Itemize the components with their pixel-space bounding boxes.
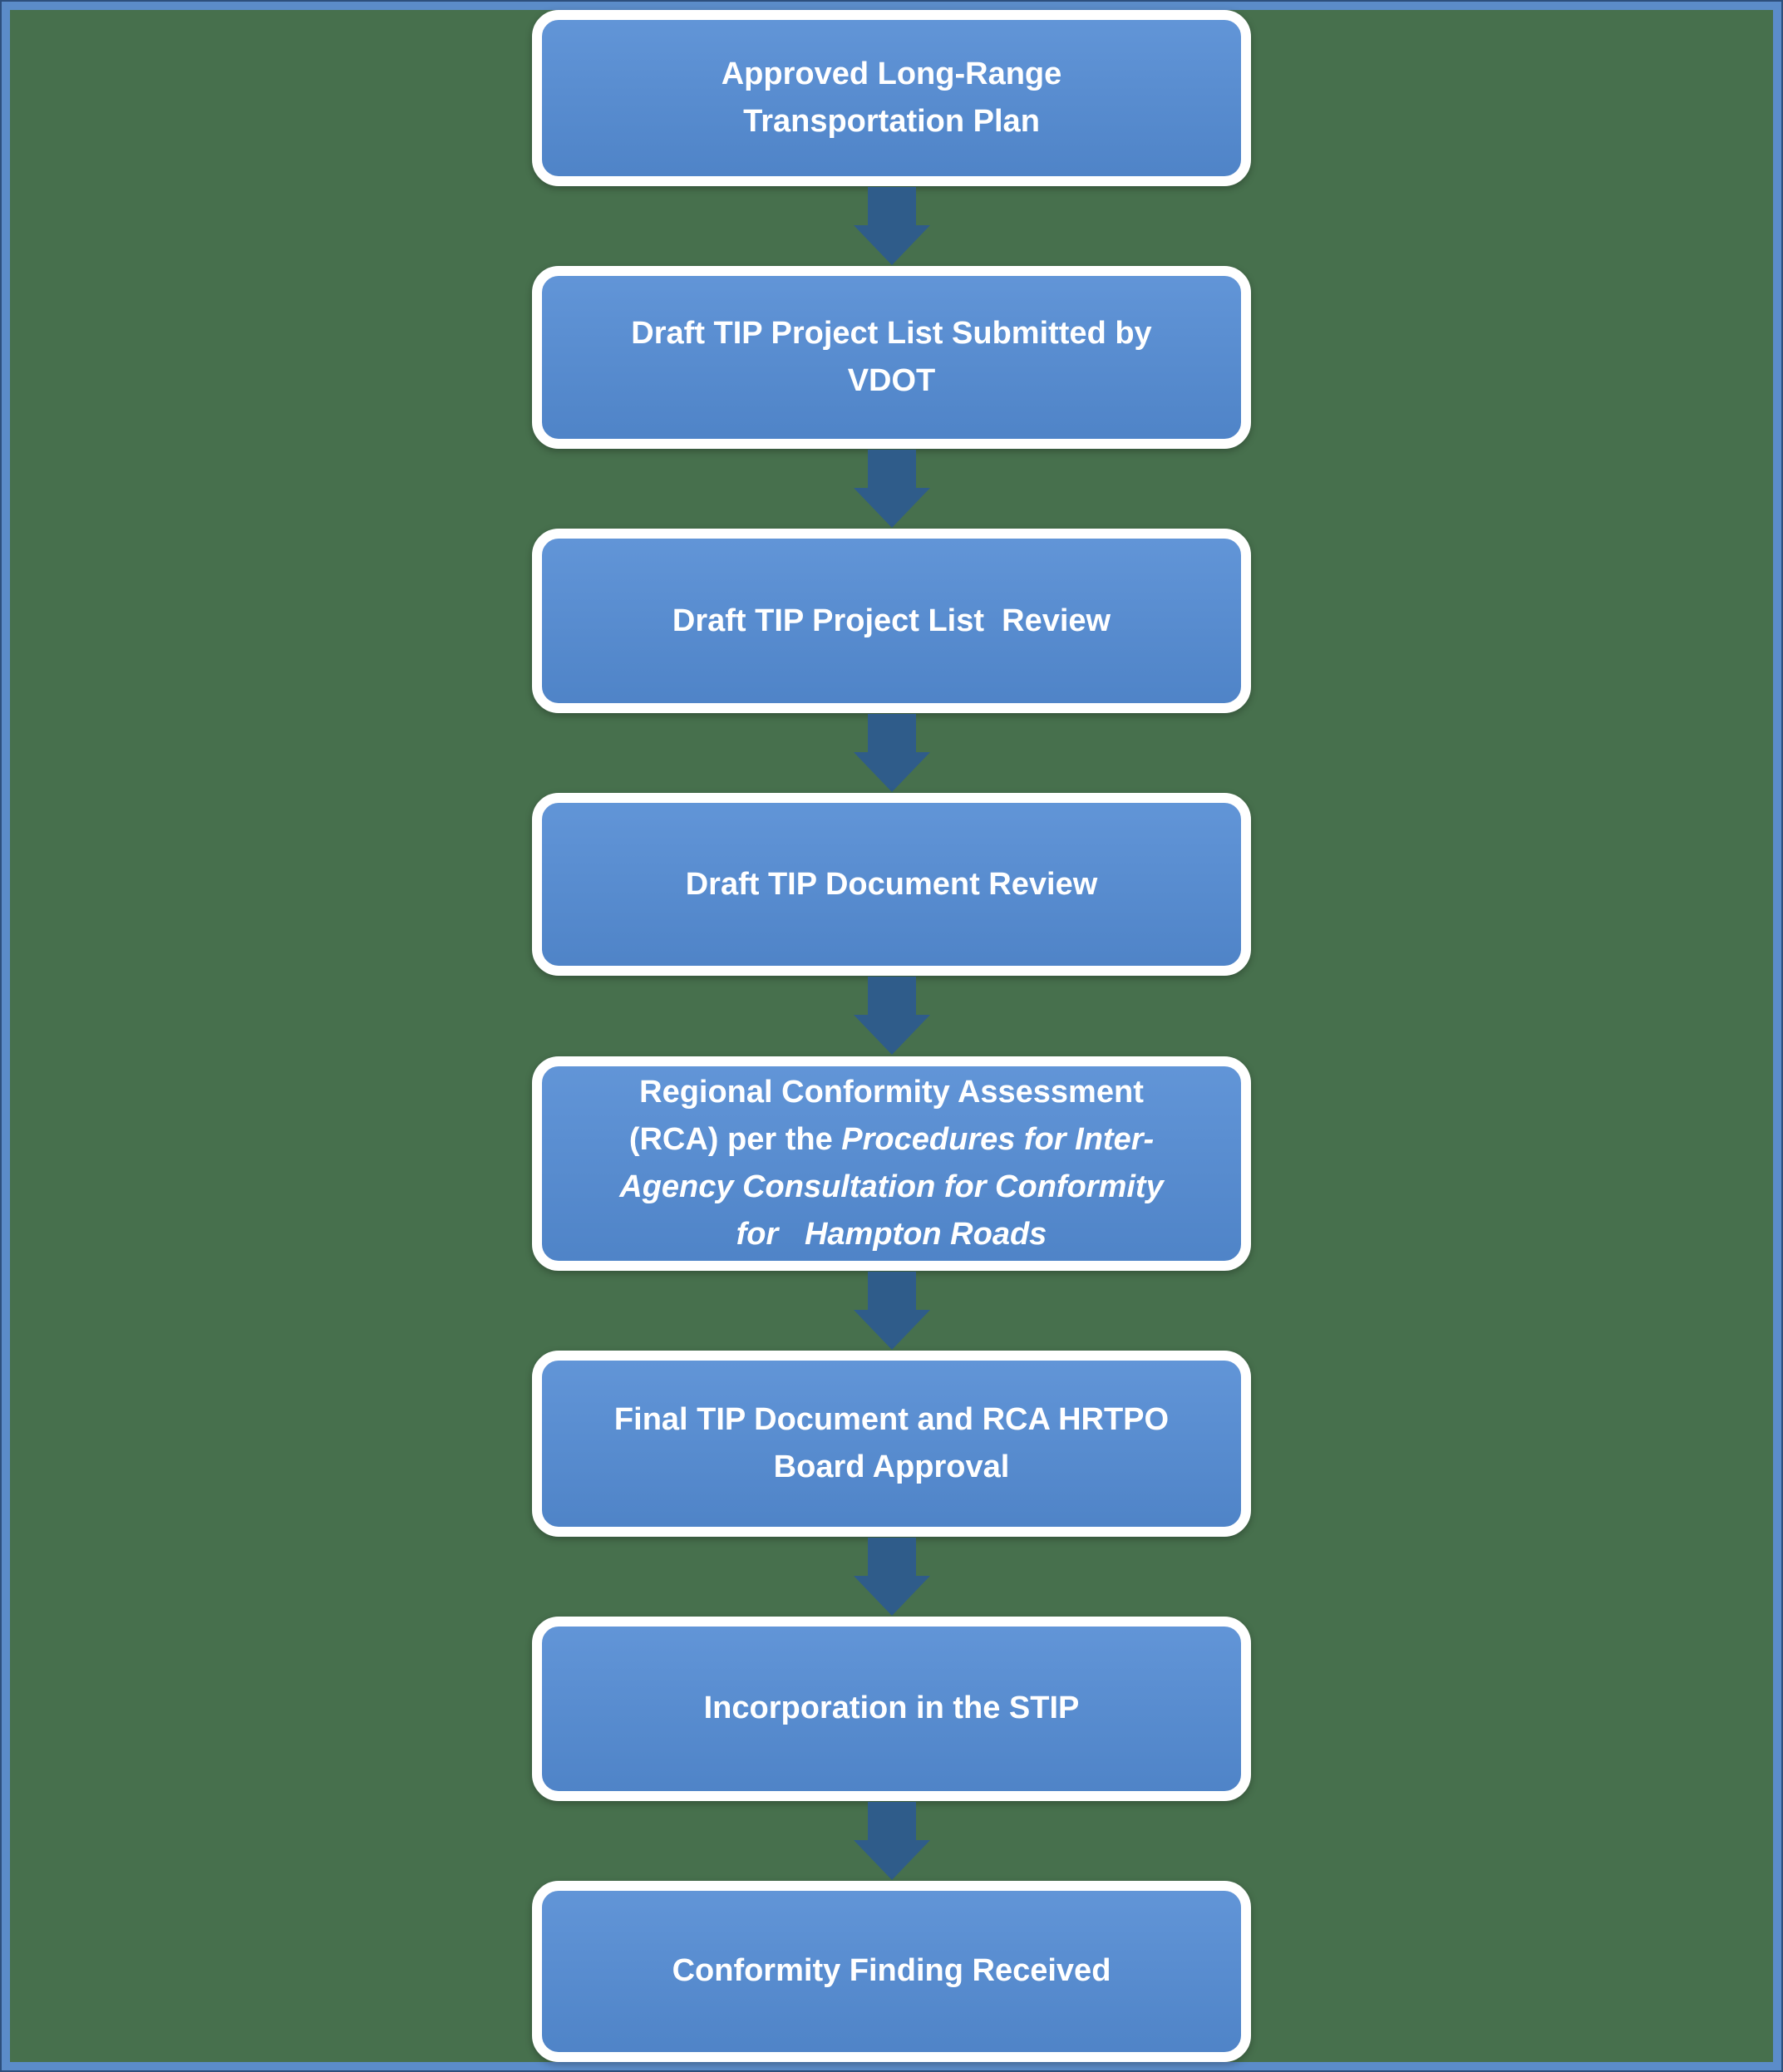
down-arrow-icon bbox=[853, 187, 930, 266]
flow-step-label: Draft TIP Project List Review bbox=[672, 603, 1111, 638]
down-arrow-icon bbox=[853, 1801, 930, 1880]
down-arrow-icon bbox=[853, 1537, 930, 1616]
flow-step-6: Final TIP Document and RCA HRTPO Board A… bbox=[532, 1350, 1251, 1537]
flow-step-label: Incorporation in the STIP bbox=[703, 1691, 1080, 1726]
down-arrow-icon bbox=[853, 450, 930, 529]
flow-step-8: Conformity Finding Received bbox=[532, 1880, 1251, 2062]
flow-step-label: Draft TIP Document Review bbox=[685, 866, 1098, 902]
flow-step-1: Approved Long-Range Transportation Plan bbox=[532, 10, 1251, 186]
flow-step-4: Draft TIP Document Review bbox=[532, 793, 1251, 977]
flow-step-3: Draft TIP Project List Review bbox=[532, 529, 1251, 714]
flow-step-label-regular: Regional Conformity Assessment (RCA) per… bbox=[628, 1074, 1144, 1157]
down-arrow-icon bbox=[853, 1271, 930, 1350]
flow-step-label: Draft TIP Project List Submitted by VDOT bbox=[631, 316, 1152, 399]
flow-step-7: Incorporation in the STIP bbox=[532, 1616, 1251, 1801]
flow-step-label: Final TIP Document and RCA HRTPO Board A… bbox=[613, 1401, 1170, 1484]
flow-step-5: Regional Conformity Assessment (RCA) per… bbox=[532, 1056, 1251, 1271]
flow-step-label: Approved Long-Range Transportation Plan bbox=[721, 57, 1062, 139]
flowchart: Approved Long-Range Transportation Plan … bbox=[10, 10, 1773, 2062]
flow-step-2: Draft TIP Project List Submitted by VDOT bbox=[532, 266, 1251, 450]
flow-step-label-italic: Procedures for Inter- Agency Consultatio… bbox=[619, 1121, 1164, 1252]
down-arrow-icon bbox=[853, 977, 930, 1056]
flow-step-label: Regional Conformity Assessment (RCA) per… bbox=[619, 1069, 1163, 1258]
flow-step-label: Conformity Finding Received bbox=[672, 1953, 1111, 1989]
down-arrow-icon bbox=[853, 714, 930, 793]
